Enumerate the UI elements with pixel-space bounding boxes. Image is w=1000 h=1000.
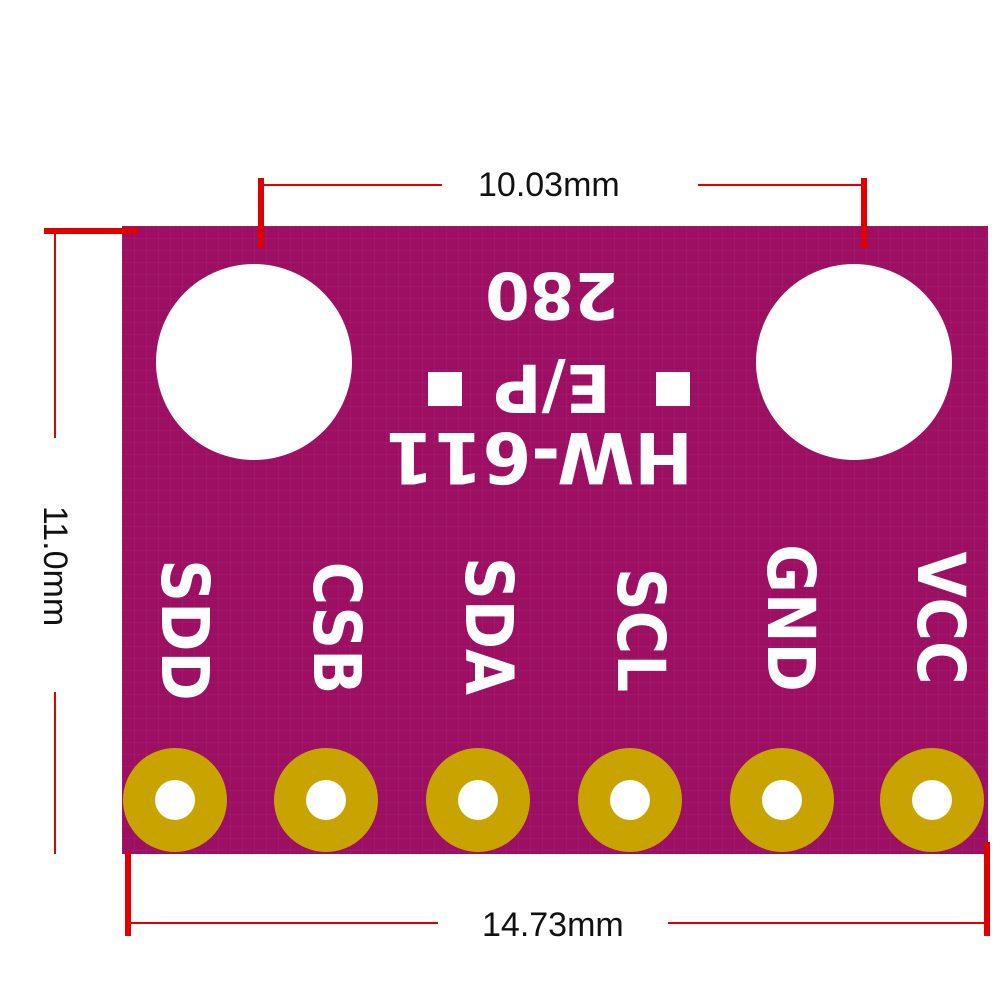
pin-pad-csb (274, 748, 378, 852)
dim-width-label: 14.73mm (482, 906, 624, 944)
pin-label-scl: SCL (602, 567, 679, 693)
pin-pad-scl (578, 748, 682, 852)
pin-label-sda: SDA (450, 556, 527, 696)
pcb-board: 280 E/P HW-611 SDD CSB SDA SCL GND VCC (122, 226, 988, 854)
pin-pad-sda (426, 748, 530, 852)
dim-hole-spacing-line-right (698, 184, 864, 186)
dim-width-line-right (668, 922, 986, 924)
dim-hole-spacing-line-left (262, 184, 442, 186)
dim-height-tick-top (44, 228, 138, 234)
dim-height-line-top (54, 232, 56, 438)
chip-label: 280 (485, 257, 619, 331)
dim-width-tick-right (984, 842, 990, 936)
square-marker-left (428, 372, 462, 406)
pin-label-gnd: GND (752, 544, 829, 692)
model-label: HW-611 (385, 416, 693, 498)
pin-pad-gnd (730, 748, 834, 852)
pin-pad-sdd (123, 748, 227, 852)
dim-hole-spacing-label: 10.03mm (478, 166, 620, 204)
square-marker-right (656, 372, 690, 406)
dim-width-tick-left (125, 852, 131, 936)
mounting-hole-left (156, 264, 352, 460)
dim-width-line-left (130, 922, 438, 924)
pin-label-vcc: VCC (902, 551, 979, 685)
pin-label-csb: CSB (298, 561, 375, 695)
pin-label-sdd: SDD (146, 559, 223, 701)
variant-label: E/P (493, 349, 611, 426)
mounting-hole-right (756, 264, 952, 460)
dim-height-label: 11.0mm (36, 505, 74, 627)
dim-hole-spacing-tick-right (861, 178, 867, 248)
pin-pad-vcc (880, 748, 984, 852)
dim-height-line-bottom (54, 692, 56, 854)
dim-hole-spacing-tick-left (258, 178, 264, 248)
